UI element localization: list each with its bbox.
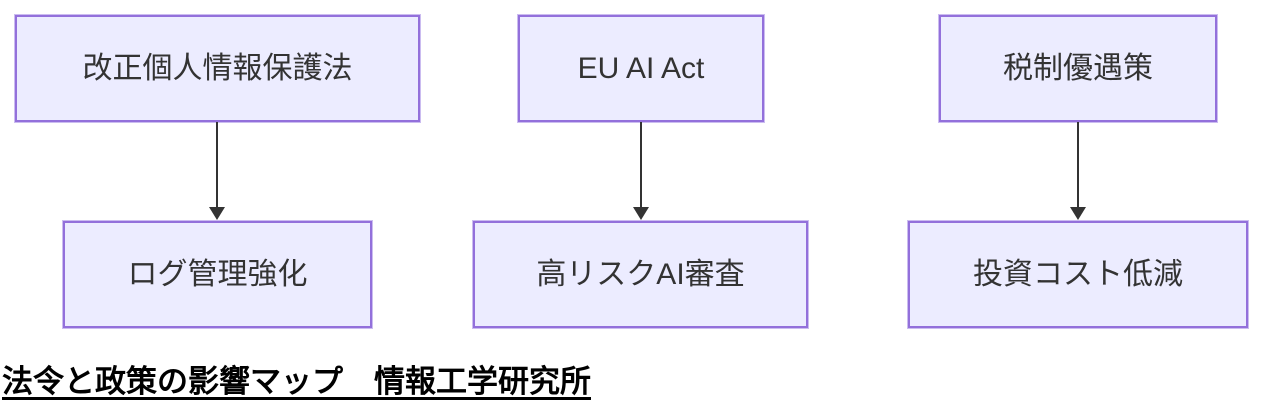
node-revised-appi-law: 改正個人情報保護法 xyxy=(15,15,420,122)
node-log-management: ログ管理強化 xyxy=(63,221,372,328)
node-label: 改正個人情報保護法 xyxy=(82,51,353,85)
node-label: ログ管理強化 xyxy=(127,257,308,291)
node-label: 税制優遇策 xyxy=(1003,51,1153,85)
arrowhead-down-icon xyxy=(209,207,225,220)
arrow-line-appi-to-log xyxy=(216,122,218,209)
node-tax-incentive: 税制優遇策 xyxy=(939,15,1217,122)
node-high-risk-ai-review: 高リスクAI審査 xyxy=(473,221,808,328)
node-eu-ai-act: EU AI Act xyxy=(518,15,764,122)
arrowhead-down-icon xyxy=(633,207,649,220)
node-label: 高リスクAI審査 xyxy=(536,257,745,291)
arrow-line-tax-to-cost xyxy=(1077,122,1079,209)
arrowhead-down-icon xyxy=(1070,207,1086,220)
node-label: EU AI Act xyxy=(577,51,705,85)
node-label: 投資コスト低減 xyxy=(973,257,1183,291)
diagram-caption: 法令と政策の影響マップ 情報工学研究所 xyxy=(2,364,591,399)
arrow-line-euaiact-to-review xyxy=(640,122,642,209)
node-investment-cost-reduction: 投資コスト低減 xyxy=(908,221,1248,328)
